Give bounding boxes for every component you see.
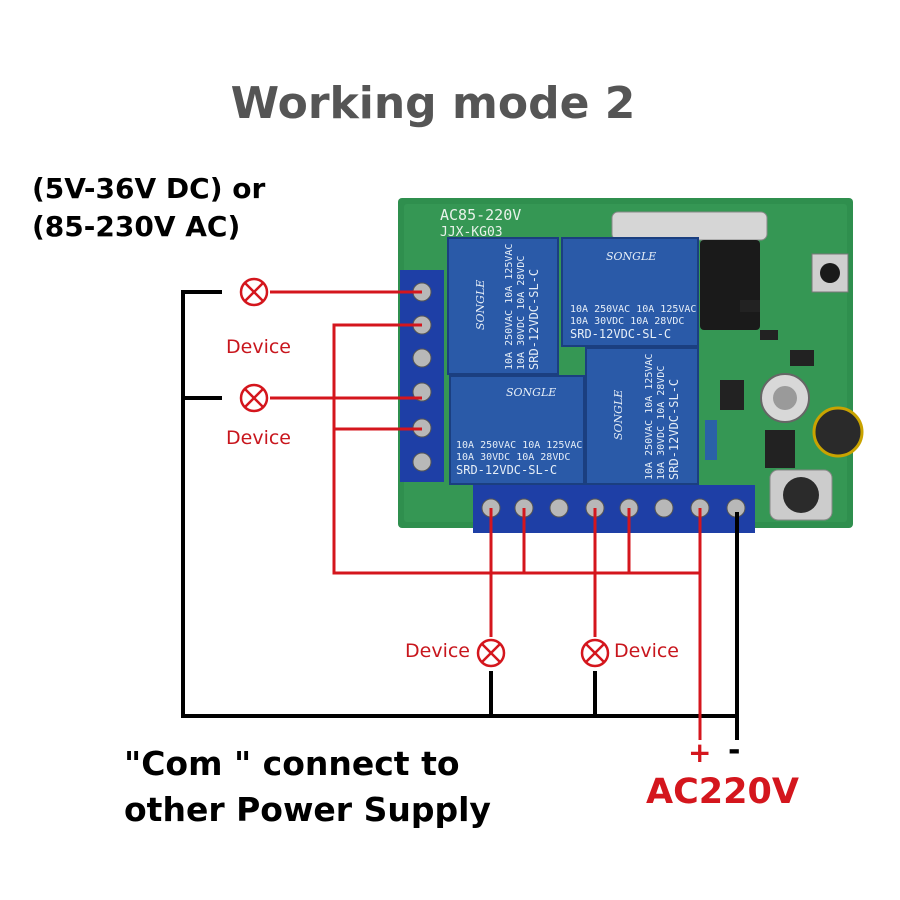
device1-lamp-icon [239, 277, 269, 307]
relay-4 [585, 347, 699, 485]
com-note-line1: "Com " connect to [124, 744, 460, 783]
board-model-label: JJX-KG03 [440, 225, 503, 240]
left-terminal-block [400, 270, 444, 482]
relay-3: 10A 250VAC 10A 125VAC 10A 30VDC 10A 28VD… [449, 375, 585, 485]
relay-3-rating1: 10A 250VAC 10A 125VAC [456, 440, 582, 451]
supply-voltage-line1: (5V-36V DC) or [32, 172, 266, 205]
relay-1-rating2: 10A 30VDC 10A 28VDC [516, 256, 527, 370]
relay-2: 10A 250VAC 10A 125VAC 10A 30VDC 10A 28VD… [561, 237, 699, 347]
device1-label: Device [226, 336, 291, 358]
black-wire-left [181, 290, 222, 718]
relay-3-brand: SONGLE [506, 386, 556, 399]
relay-4-rating2: 10A 30VDC 10A 28VDC [656, 366, 667, 480]
relay-1-rating1: 10A 250VAC 10A 125VAC [504, 244, 515, 370]
relay-2-brand: SONGLE [606, 250, 656, 263]
relay-4-model: SRD-12VDC-SL-C [667, 379, 681, 480]
supply-voltage-line2: (85-230V AC) [32, 210, 241, 243]
plus-sign: + [688, 736, 712, 769]
relay-1-brand: SONGLE [474, 280, 487, 330]
device-symbols [239, 277, 610, 668]
red-wire-common [332, 323, 700, 575]
device3-lamp-icon [476, 638, 506, 668]
minus-sign: - [728, 733, 741, 768]
bottom-terminal-block [473, 485, 755, 533]
relay-3-rating2: 10A 30VDC 10A 28VDC [456, 452, 570, 463]
relay-1-model: SRD-12VDC-SL-C [527, 269, 541, 370]
device2-lamp-icon [239, 383, 269, 413]
relay-2-rating1: 10A 250VAC 10A 125VAC [570, 304, 696, 315]
page-title: Working mode 2 [230, 78, 636, 129]
device2-label: Device [226, 427, 291, 449]
black-wires [181, 290, 739, 740]
relay-2-rating2: 10A 30VDC 10A 28VDC [570, 316, 684, 327]
relay-1 [447, 237, 559, 375]
device4-lamp-icon [580, 638, 610, 668]
relay-4-brand: SONGLE [612, 390, 625, 440]
relay-2-model: SRD-12VDC-SL-C [570, 327, 671, 341]
com-note-line2: other Power Supply [124, 790, 491, 829]
red-wires [270, 290, 702, 740]
relay-3-model: SRD-12VDC-SL-C [456, 463, 557, 477]
ac-voltage-label: AC220V [646, 772, 799, 812]
relay-4-rating1: 10A 250VAC 10A 125VAC [644, 354, 655, 480]
device4-label: Device [614, 640, 679, 662]
device3-label: Device [405, 640, 470, 662]
board-voltage-label: AC85-220V [440, 206, 521, 224]
